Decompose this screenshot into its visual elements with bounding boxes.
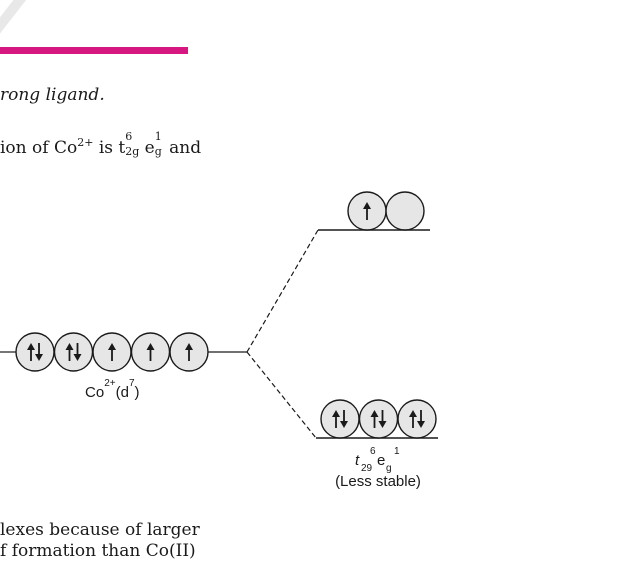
spin-down-arrow (73, 343, 82, 361)
splitting-connector-up (246, 229, 319, 353)
co-charge: 2+ (77, 136, 94, 149)
orbital-circle (358, 399, 399, 439)
orbital-updown (397, 399, 437, 439)
orbital-circle (53, 332, 94, 372)
eg-orbitals (347, 191, 425, 231)
eg-subscript: g (154, 145, 162, 158)
spin-up-arrow (146, 343, 155, 361)
crystal-field-splitting-diagram: Co2+(d7) t 29 6 e g 1 (Less stable) (0, 191, 438, 490)
orbital-up (347, 191, 387, 231)
co-d-open: (d (116, 384, 129, 401)
low-spin-configuration-label: t 29 6 e g 1 (355, 446, 400, 474)
co-d-close: ) (135, 384, 140, 401)
orbital-circle (15, 332, 55, 372)
spin-down-arrow (378, 410, 387, 428)
eg-superscript: 1 (154, 130, 162, 143)
config-e-subscript: g (386, 463, 392, 474)
t2g-orbitals (320, 399, 437, 439)
spin-up-arrow (65, 343, 74, 361)
co-ion-charge: 2+ (104, 378, 116, 389)
spin-up-arrow (27, 343, 35, 361)
free-ion-d-orbitals (15, 332, 209, 372)
section-accent-bar (0, 47, 188, 54)
stability-label: (Less stable) (335, 473, 421, 490)
config-t-superscript: 6 (370, 446, 376, 457)
orbital-up (130, 332, 171, 372)
configuration-is: is t (93, 138, 126, 158)
t2g-superscript: 6 (125, 130, 133, 143)
spin-up-arrow (370, 410, 379, 428)
configuration-e: e (139, 138, 155, 158)
config-t-subscript: 29 (361, 463, 373, 474)
orbital-circle (397, 399, 437, 439)
orbital-updown (53, 332, 94, 372)
t2g-subscript: 2g (125, 145, 140, 158)
orbital-updown (15, 332, 55, 372)
co-symbol: Co (85, 384, 104, 401)
configuration-prefix: ion of Co (0, 138, 78, 158)
co-d-power: 7 (129, 378, 135, 389)
text-line-larger: lexes because of larger (0, 520, 200, 540)
spin-up-arrow (409, 410, 417, 428)
splitting-connector-down (246, 351, 317, 439)
spin-up-arrow (185, 343, 193, 361)
orbital-updown (320, 399, 360, 439)
config-t: t (355, 452, 360, 469)
text-line-strong-ligand: rong ligand. (0, 85, 105, 105)
config-e-superscript: 1 (394, 446, 400, 457)
orbital-circle (320, 399, 360, 439)
orbital-empty (385, 191, 425, 231)
config-e: e (377, 452, 385, 469)
configuration-suffix: and (163, 138, 202, 158)
orbital-circle (385, 191, 425, 231)
co-ion-label: Co2+(d7) (85, 378, 140, 401)
orbital-updown (358, 399, 399, 439)
spin-up-arrow (332, 410, 340, 428)
spin-down-arrow (417, 410, 425, 428)
spin-up-arrow (108, 343, 116, 361)
spin-down-arrow (340, 410, 348, 428)
orbital-up (169, 332, 209, 372)
orbital-up (92, 332, 132, 372)
spin-down-arrow (35, 343, 43, 361)
spin-up-arrow (363, 202, 371, 220)
